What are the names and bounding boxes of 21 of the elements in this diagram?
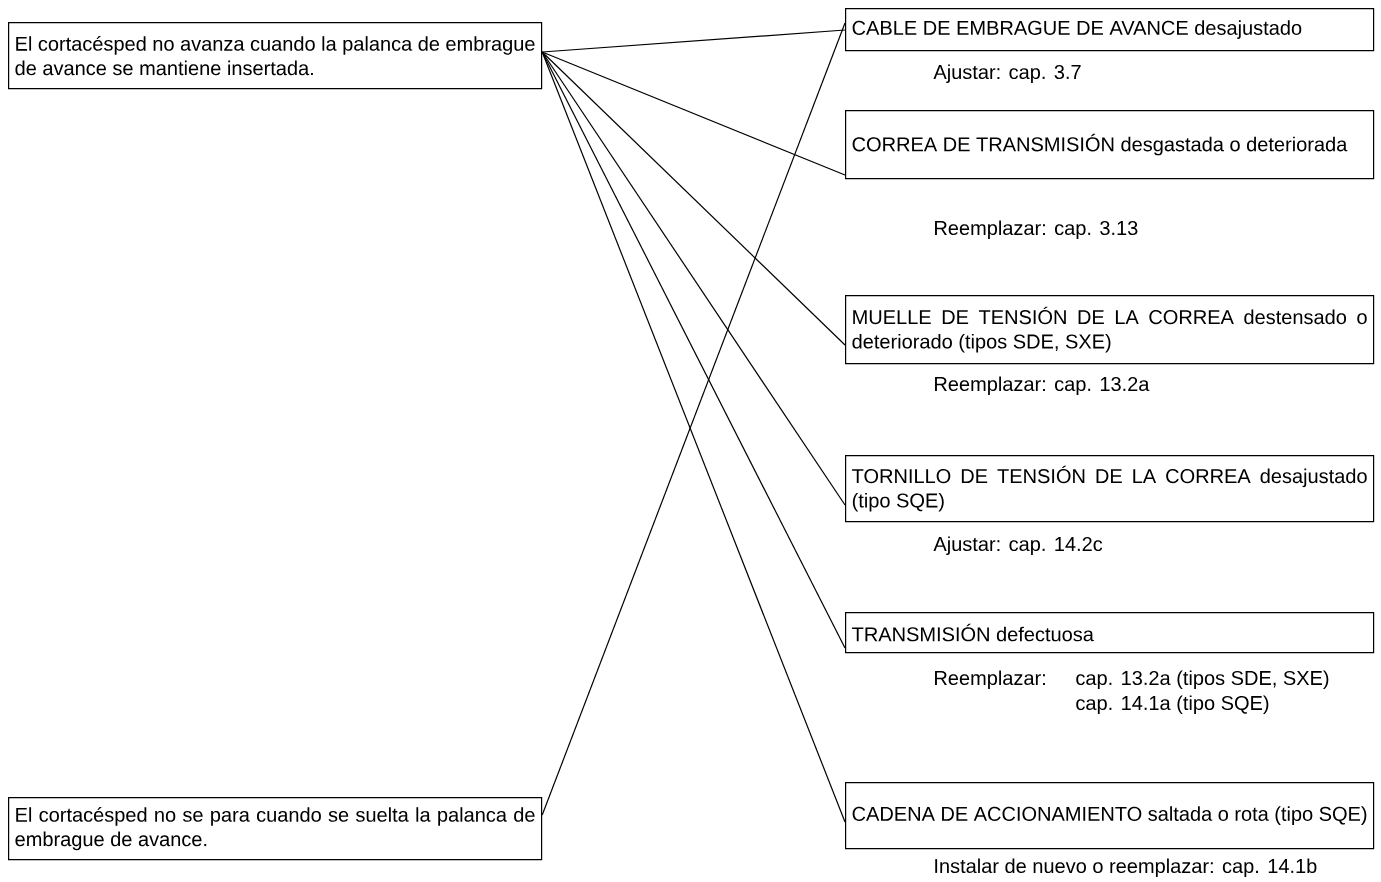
text-box: TRANSMISIÓN defectuosa <box>845 612 1375 654</box>
connector-line <box>541 51 846 176</box>
connector-line <box>541 29 846 53</box>
repair-note: Ajustar: cap. 3.7 <box>933 64 1081 84</box>
connector-line <box>541 51 846 506</box>
text-box: TORNILLO DE TENSIÓN DE LA CORREA desajustado (tipo SQE) <box>845 455 1375 523</box>
repair-note: Reemplazar: <box>935 670 1045 690</box>
text-box: CORREA DE TRANSMISIÓN desgastada o deteriorada <box>845 110 1375 180</box>
repair-note: Ajustar: cap. 14.2c <box>933 536 1103 556</box>
repair-note: Reemplazar: cap. 13.2a <box>935 376 1150 396</box>
repair-note: cap. 14.1a (tipo SQE) <box>1076 695 1269 715</box>
text-box: El cortacésped no se para cuando se suelta la palanca de embrague de avance. <box>8 797 543 861</box>
repair-note: cap. 13.2a (tipos SDE, SXE) <box>1076 670 1329 690</box>
connector-line <box>541 51 846 649</box>
text-box: El cortacésped no avanza cuando la palanca de embrague de avance se mantiene insertada. <box>8 22 543 90</box>
repair-note: Instalar de nuevo o reemplazar: cap. 14.1b <box>935 858 1317 878</box>
text-box: MUELLE DE TENSIÓN DE LA CORREA destensado o deteriorado (tipos SDE, SXE) <box>845 295 1375 365</box>
text-box: CABLE DE EMBRAGUE DE AVANCE desajustado <box>845 8 1375 52</box>
repair-note: Reemplazar: cap. 3.13 <box>935 220 1138 240</box>
connector-line <box>541 51 846 346</box>
text-box: CADENA DE ACCIONAMIENTO saltada o rota (tipo SQE) <box>845 782 1375 850</box>
